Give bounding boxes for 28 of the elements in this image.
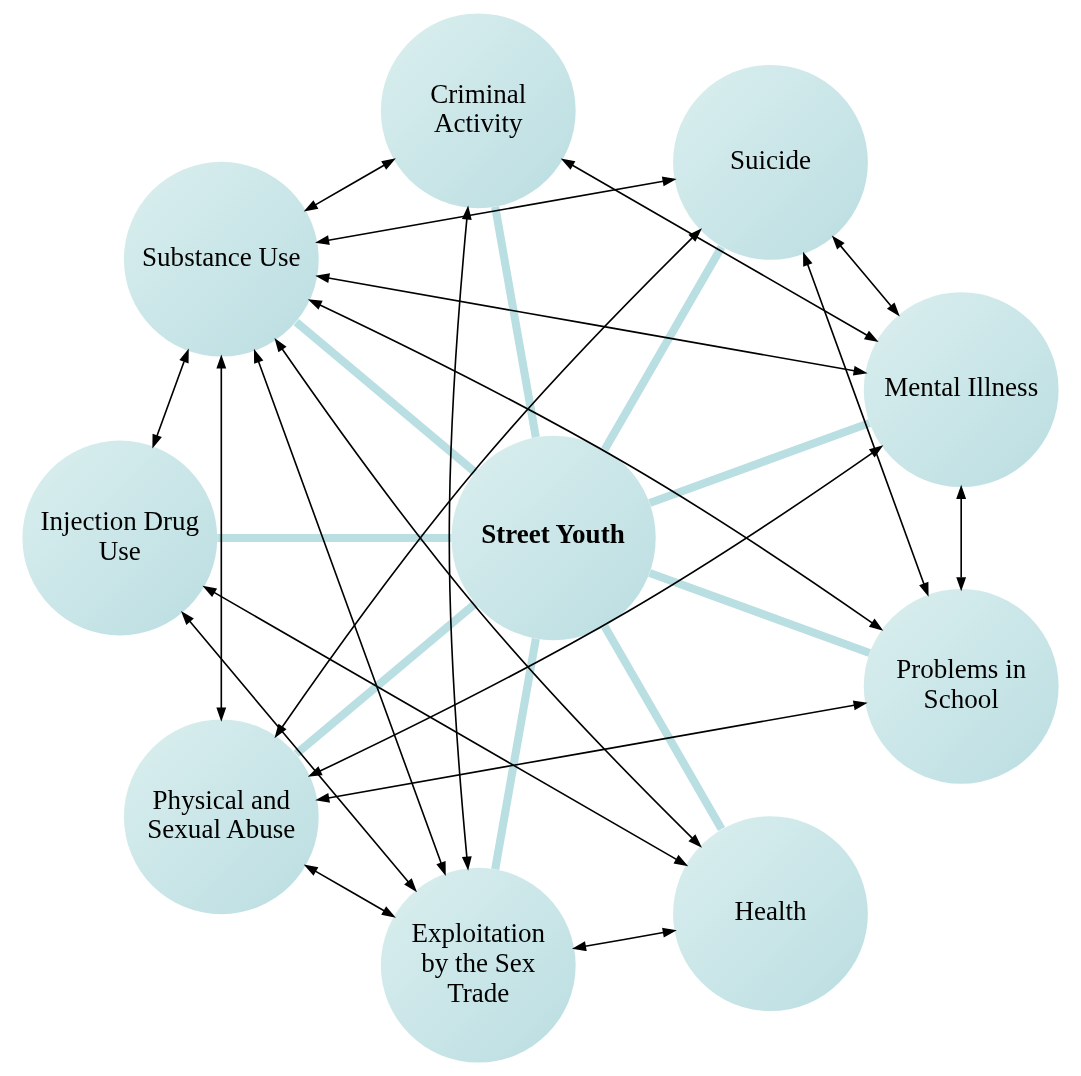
arrow <box>152 348 189 449</box>
arrow <box>560 158 879 342</box>
node-circle: Street Youth <box>451 435 656 641</box>
arrow <box>956 484 967 592</box>
arrow <box>831 235 900 317</box>
connector <box>601 624 726 831</box>
connector <box>217 533 452 543</box>
arrow <box>181 610 417 893</box>
arrow <box>303 864 396 918</box>
arrow <box>303 158 396 212</box>
connector <box>293 318 478 476</box>
node-circle: Suicide <box>673 64 868 260</box>
connector <box>648 419 871 507</box>
connector <box>491 638 540 870</box>
node-circle: Problems in School <box>863 588 1059 784</box>
arrow <box>448 205 472 871</box>
connector <box>601 245 726 452</box>
arrow <box>315 273 868 376</box>
arrow <box>253 348 446 876</box>
connector <box>293 600 478 758</box>
arrow <box>803 251 929 597</box>
arrow <box>315 176 677 246</box>
arrow <box>216 354 227 722</box>
arrow <box>315 700 868 803</box>
connector <box>491 206 540 438</box>
connector <box>648 569 871 657</box>
arrow <box>572 927 677 952</box>
arrow <box>202 585 689 867</box>
